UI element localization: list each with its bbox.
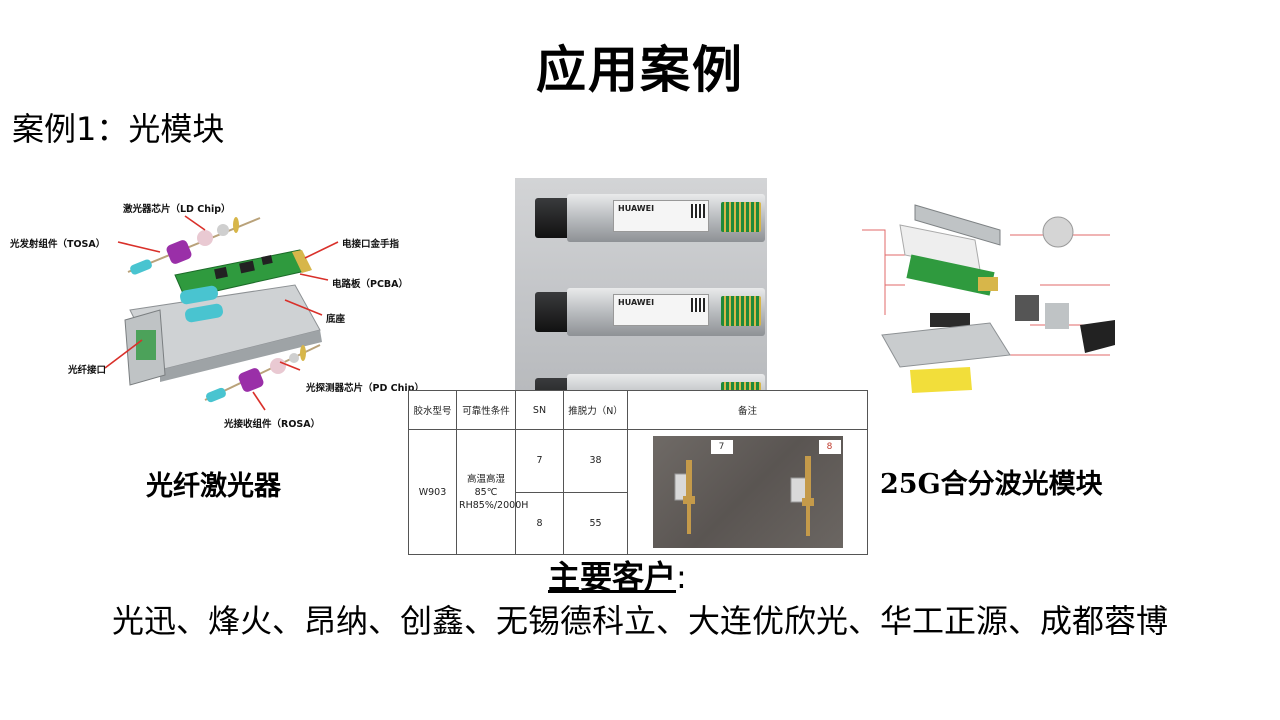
- table-row: 8 55: [409, 491, 868, 555]
- pin-sample-illustration: [674, 456, 814, 536]
- qr-code-icon: [691, 298, 705, 312]
- customers-title-colon: :: [676, 558, 687, 596]
- glue-model-cell: W903: [408, 429, 457, 555]
- annotation-ld-chip: 激光器芯片（LD Chip）: [123, 204, 231, 215]
- sn-cell: 7: [515, 429, 564, 493]
- sn-cell: 8: [515, 491, 564, 555]
- sample-tag: 8: [818, 440, 841, 454]
- customers-list: 光迅、烽火、昂纳、创鑫、无锡德科立、大连优欣光、华工正源、成都蓉博: [111, 602, 1168, 640]
- table-header-row: 胶水型号 可靠性条件 SN 推脱力（N） 备注: [408, 390, 868, 430]
- condition-cell: 高温高湿85℃ RH85%/2000H: [456, 429, 528, 555]
- module-brand: HUAWEI: [618, 298, 655, 307]
- pin-sample-photo: 7 8: [652, 436, 843, 548]
- customers-title: 主要客户:: [548, 552, 687, 598]
- force-cell: 38: [563, 429, 628, 493]
- module-unit: HUAWEI: [535, 282, 765, 338]
- caption-wdm-prefix: 25G: [880, 469, 941, 500]
- module-unit: HUAWEI: [535, 188, 765, 244]
- reliability-table: 胶水型号 可靠性条件 SN 推脱力（N） 备注 W903 高温高湿85℃ RH8…: [408, 390, 868, 555]
- annotation-gold-finger: 电接口金手指: [342, 239, 400, 250]
- caption-wdm-suffix: 合分波光模块: [940, 469, 1103, 500]
- table-row: W903 高温高湿85℃ RH85%/2000H 7 38 7 8: [408, 429, 868, 555]
- page-title: 应用案例: [536, 41, 744, 99]
- optical-module-photo: HUAWEI HUAWEI: [515, 178, 767, 392]
- optical-module-exploded-diagram: 激光器芯片（LD Chip） 光发射组件（TOSA） 电接口金手指 电路板（PC…: [10, 190, 424, 440]
- annotation-pcba: 电路板（PCBA）: [332, 279, 409, 290]
- table-header: 备注: [627, 390, 868, 430]
- module-unit: [535, 368, 765, 392]
- annotation-fiber-port: 光纤接口: [68, 365, 107, 376]
- caption-wdm-module: 25G合分波光模块: [880, 462, 1103, 501]
- case-heading: 案例1：光模块: [12, 110, 225, 148]
- annotation-tosa: 光发射组件（TOSA）: [10, 239, 106, 250]
- module-brand: HUAWEI: [618, 204, 655, 213]
- caption-fiber-laser: 光纤激光器: [146, 471, 281, 502]
- remark-cell: 7 8: [627, 429, 868, 555]
- table-header: 胶水型号: [408, 390, 457, 430]
- annotation-base: 底座: [326, 314, 346, 325]
- qr-code-icon: [691, 204, 705, 218]
- annotation-rosa: 光接收组件（ROSA）: [224, 419, 321, 430]
- wdm-module-illustration: [862, 204, 1115, 393]
- table-header: 可靠性条件: [456, 390, 516, 430]
- table-header: 推脱力（N）: [563, 390, 628, 430]
- optical-module-illustration: [104, 215, 339, 411]
- sample-tag: 7: [710, 440, 733, 454]
- annotation-pd-chip: 光探测器芯片（PD Chip）: [306, 383, 424, 394]
- table-header: SN: [515, 390, 564, 430]
- customers-title-text: 主要客户: [548, 558, 677, 596]
- wdm-module-exploded-diagram: [860, 195, 1115, 395]
- force-cell: 55: [563, 491, 628, 555]
